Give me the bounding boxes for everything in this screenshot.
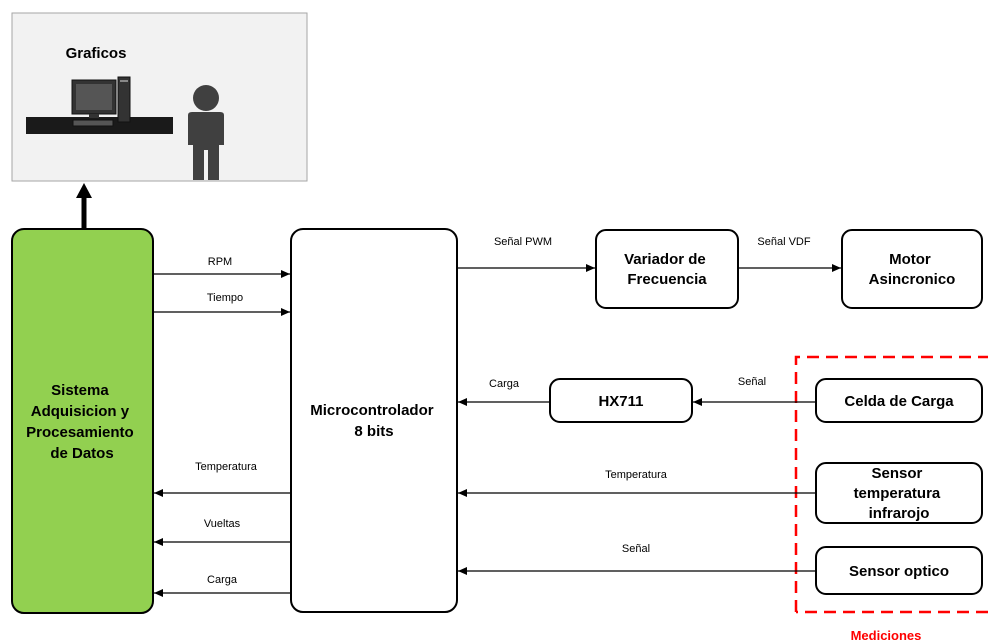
computer-icon — [71, 76, 131, 127]
acquisition-line-2: Adquisicion y — [31, 403, 130, 420]
optical-sensor-block: Sensor optico — [815, 546, 983, 595]
signal-carga-in-label: Carga — [489, 378, 520, 390]
signal-carga-out: Carga — [154, 574, 291, 597]
signal-senal-optical-label: Señal — [622, 543, 650, 555]
acquisition-block: Sistema Adquisicion y Procesamiento de D… — [11, 228, 154, 614]
microcontroller-label: Microcontrolador 8 bits — [310, 402, 438, 440]
load-cell-label: Celda de Carga — [844, 393, 954, 410]
signal-temperatura-out: Temperatura — [154, 461, 291, 497]
signal-senal-load-label: Señal — [738, 376, 766, 388]
measurement-group: Mediciones — [794, 355, 988, 643]
signal-rpm: RPM — [153, 256, 290, 278]
signal-pwm: Señal PWM — [457, 236, 595, 272]
graphics-panel: Graficos — [11, 12, 308, 182]
ir-sensor-label: Sensor temperatura infrarojo — [854, 465, 945, 522]
acquisition-line-4: de Datos — [50, 445, 113, 462]
signal-temperatura-in-label: Temperatura — [605, 469, 668, 481]
ir-sensor-line-1: Sensor — [871, 465, 922, 482]
signal-tiempo: Tiempo — [153, 292, 290, 316]
vfd-block: Variador de Frecuencia — [595, 229, 739, 309]
signal-carga-in: Carga — [458, 378, 550, 406]
ir-sensor-block: Sensor temperatura infrarojo — [815, 462, 983, 524]
signal-vdf-label: Señal VDF — [757, 236, 810, 248]
graphics-panel-title: Graficos — [66, 45, 127, 62]
acquisition-line-1: Sistema — [51, 382, 109, 399]
hx711-label: HX711 — [598, 393, 643, 410]
motor-block: Motor Asincronico — [841, 229, 983, 309]
ir-sensor-line-3: infrarojo — [869, 505, 930, 522]
hx711-block: HX711 — [549, 378, 693, 423]
vfd-label: Variador de Frecuencia — [624, 251, 710, 288]
ir-sensor-line-2: temperatura — [854, 485, 941, 502]
measurement-group-label: Mediciones — [851, 628, 922, 643]
motor-line-1: Motor — [889, 251, 931, 268]
acquisition-block-label: Sistema Adquisicion y Procesamiento de D… — [26, 382, 138, 462]
graphics-feed-arrowhead — [76, 183, 92, 198]
motor-line-2: Asincronico — [869, 271, 956, 288]
signal-senal-optical: Señal — [458, 543, 816, 575]
signal-carga-out-label: Carga — [207, 574, 238, 586]
microcontroller-line-1: Microcontrolador — [310, 402, 434, 419]
optical-sensor-label: Sensor optico — [849, 563, 949, 580]
load-cell-block: Celda de Carga — [815, 378, 983, 423]
microcontroller-block: Microcontrolador 8 bits — [290, 228, 458, 613]
microcontroller-line-2: 8 bits — [354, 423, 393, 440]
signal-senal-load: Señal — [693, 376, 816, 406]
signal-temperatura-out-label: Temperatura — [195, 461, 258, 473]
vfd-line-1: Variador de — [624, 251, 706, 268]
person-icon — [188, 85, 224, 180]
motor-label: Motor Asincronico — [869, 251, 956, 288]
acquisition-line-3: Procesamiento — [26, 424, 134, 441]
vfd-line-2: Frecuencia — [627, 271, 707, 288]
signal-pwm-label: Señal PWM — [494, 236, 552, 248]
signal-vdf: Señal VDF — [738, 236, 841, 272]
signal-rpm-label: RPM — [208, 256, 232, 268]
signal-vueltas-label: Vueltas — [204, 518, 241, 530]
signal-vueltas: Vueltas — [154, 518, 291, 546]
signal-temperatura-in: Temperatura — [458, 469, 816, 497]
signal-tiempo-label: Tiempo — [207, 292, 243, 304]
